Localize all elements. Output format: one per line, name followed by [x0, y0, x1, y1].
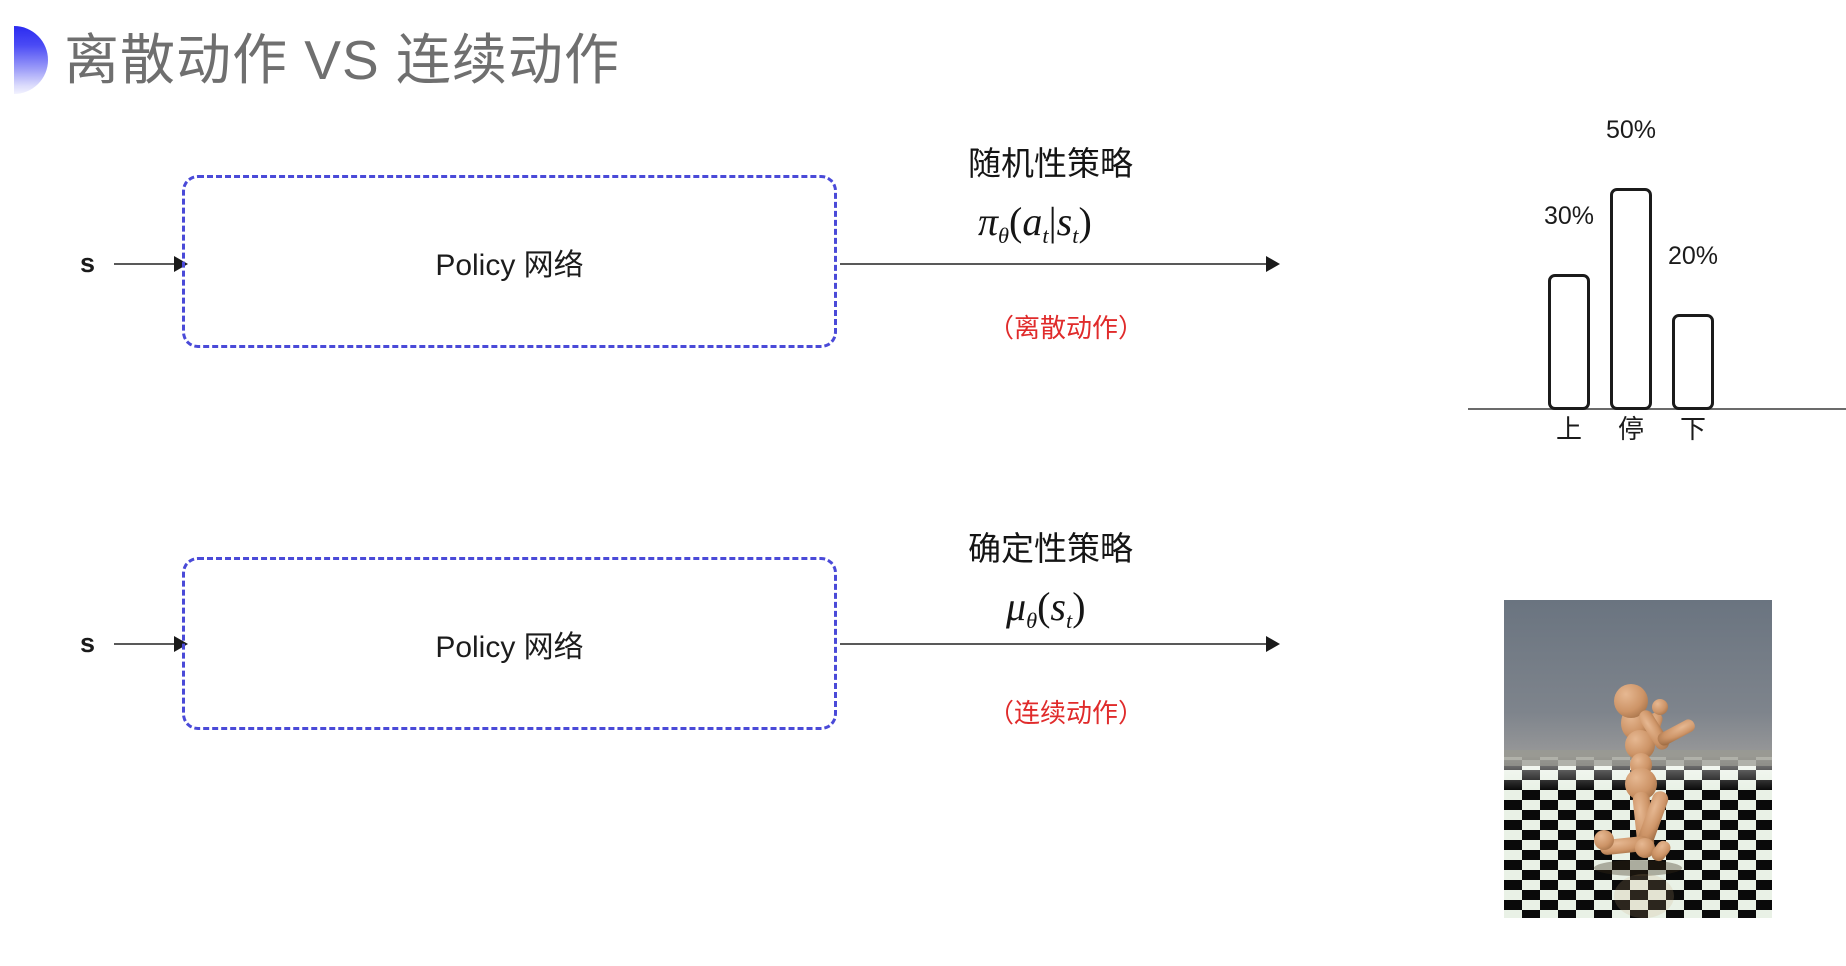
output-arrow-line-continuous: [840, 643, 1270, 645]
formula-action-subscript: t: [1042, 222, 1049, 248]
input-arrow-line-continuous: [114, 643, 176, 645]
policy-caption-continuous: 确定性策略: [968, 530, 1133, 567]
humanoid-simulation-image: [1504, 600, 1772, 918]
formula-state-continuous: s: [1050, 584, 1066, 629]
action-probability-bar-chart: 30% 上 50% 停 20% 下: [1468, 96, 1846, 446]
formula-action: a: [1022, 199, 1043, 244]
bar-value-down: 20%: [1667, 242, 1719, 270]
policy-network-box-discrete[interactable]: Policy 网络: [182, 175, 837, 348]
formula-open-paren: (: [1009, 199, 1023, 244]
formula-close-paren-continuous: ): [1072, 584, 1086, 629]
formula-state: s: [1056, 199, 1073, 244]
note-discrete-action: （离散动作）: [988, 313, 1145, 343]
policy-network-box-continuous[interactable]: Policy 网络: [182, 557, 837, 730]
policy-network-label-continuous: Policy 网络: [435, 630, 584, 664]
bar-value-up: 30%: [1543, 202, 1595, 230]
formula-close-paren: ): [1078, 199, 1092, 244]
bar-stop: [1610, 188, 1652, 410]
formula-subscript-theta-continuous: θ: [1026, 607, 1038, 633]
formula-open-paren-continuous: (: [1037, 584, 1051, 629]
bar-category-stop: 停: [1617, 414, 1644, 444]
title-bullet-decoration: [14, 26, 48, 94]
input-arrow-line-discrete: [114, 263, 176, 265]
formula-state-subscript-continuous: t: [1065, 607, 1073, 633]
bar-down: [1672, 314, 1714, 410]
bar-category-up: 上: [1555, 414, 1582, 444]
formula-function-mu: μ: [1006, 584, 1027, 629]
chart-baseline-axis: [1468, 408, 1846, 410]
formula-conditional-bar: |: [1048, 199, 1057, 244]
policy-caption-discrete: 随机性策略: [968, 145, 1133, 182]
bar-category-down: 下: [1679, 414, 1706, 444]
output-arrow-head-continuous: [1266, 636, 1280, 652]
input-state-label-discrete: s: [80, 248, 96, 278]
note-continuous-action: （连续动作）: [988, 698, 1145, 728]
output-arrow-head-discrete: [1266, 256, 1280, 272]
input-state-label-continuous: s: [80, 628, 96, 658]
formula-state-subscript: t: [1072, 222, 1079, 248]
policy-network-label-discrete: Policy 网络: [435, 248, 584, 282]
policy-formula-continuous: μθ(st): [1006, 583, 1086, 633]
output-arrow-line-discrete: [840, 263, 1270, 265]
bar-value-stop: 50%: [1605, 116, 1657, 144]
policy-formula-discrete: πθ(at|st): [978, 198, 1092, 248]
formula-subscript-theta: θ: [998, 222, 1010, 248]
bar-up: [1548, 274, 1590, 410]
page-title: 离散动作 VS 连续动作: [64, 29, 620, 91]
formula-function-pi: π: [978, 199, 999, 244]
